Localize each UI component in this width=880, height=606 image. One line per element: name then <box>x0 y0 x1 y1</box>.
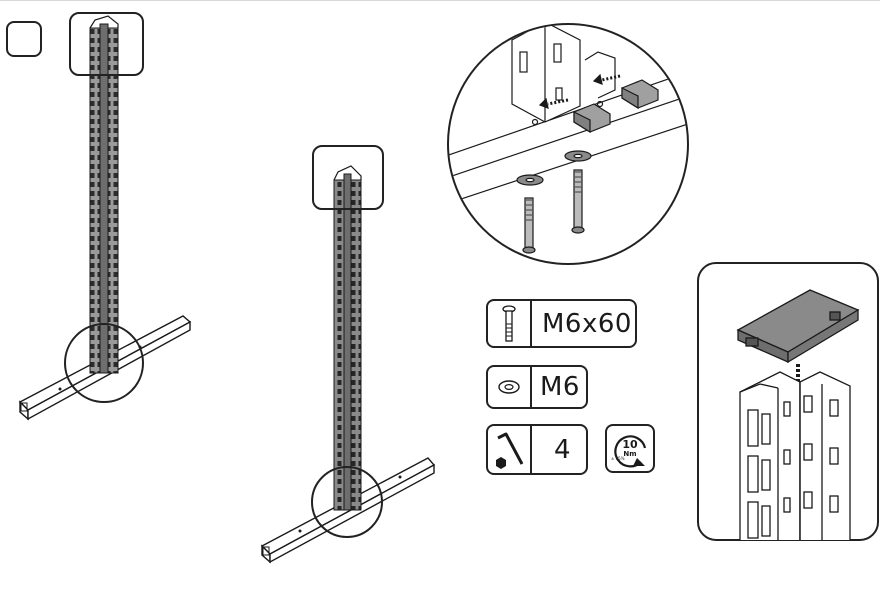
allen-key-spec-box: 4 <box>486 424 588 475</box>
left-upright-base-highlight <box>64 323 144 403</box>
bolt-icon <box>488 301 532 346</box>
torque-tolerance: ± 15% <box>611 456 625 461</box>
bolt-size-label: M6x60 <box>542 308 632 339</box>
washer-icon <box>488 367 532 407</box>
middle-upright-top-highlight <box>312 145 384 210</box>
allen-key-size-label: 4 <box>554 434 572 465</box>
torque-icon <box>614 435 647 468</box>
top-rule <box>0 0 880 1</box>
washer-spec-box: M6 <box>486 365 588 409</box>
allen-key-icon <box>488 426 532 473</box>
bolt-spec-box: M6x60 <box>486 299 637 348</box>
middle-upright-base-highlight <box>311 466 383 538</box>
middle-upright <box>260 145 436 564</box>
bolt-detail-view <box>447 23 689 265</box>
torque-unit: Nm <box>623 450 637 458</box>
washer-size-label: M6 <box>540 372 580 402</box>
left-upright-top-highlight <box>69 12 144 76</box>
torque-value: 10 <box>622 438 638 451</box>
torque-spec-box: 10 Nm ± 15% <box>605 424 655 473</box>
step-checkbox <box>6 21 42 57</box>
end-cap-detail-view <box>697 262 879 541</box>
left-upright <box>18 12 192 421</box>
